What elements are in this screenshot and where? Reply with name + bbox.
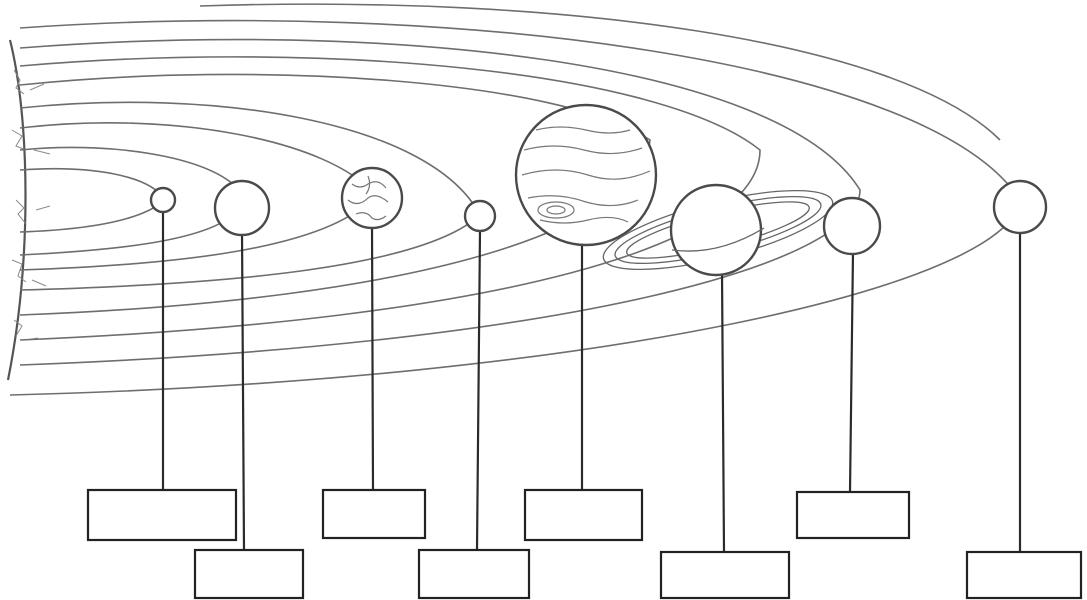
label-box-2[interactable] [195, 550, 303, 598]
label-boxes [88, 490, 1081, 598]
planet-1 [151, 188, 175, 212]
label-box-1[interactable] [88, 490, 236, 540]
label-box-6[interactable] [661, 552, 789, 598]
leader-line-7 [850, 252, 853, 492]
planet-3 [342, 168, 402, 228]
planet-2 [215, 181, 269, 235]
label-box-8[interactable] [967, 552, 1081, 598]
orbit-3 [20, 123, 375, 270]
planet-8 [994, 181, 1046, 233]
leader-line-4 [477, 230, 480, 550]
planet-7 [824, 198, 880, 254]
label-box-5[interactable] [525, 490, 642, 540]
orbit-1 [20, 169, 165, 232]
leader-line-3 [372, 225, 373, 490]
leader-line-2 [242, 232, 244, 550]
planet-5 [516, 105, 656, 245]
planet-4 [465, 201, 495, 231]
orbit-2 [20, 147, 245, 255]
leader-line-6 [722, 272, 724, 552]
label-box-3[interactable] [323, 490, 425, 538]
planets [151, 105, 1046, 286]
label-box-7[interactable] [797, 492, 909, 538]
sun [8, 40, 50, 380]
label-box-4[interactable] [419, 550, 529, 598]
